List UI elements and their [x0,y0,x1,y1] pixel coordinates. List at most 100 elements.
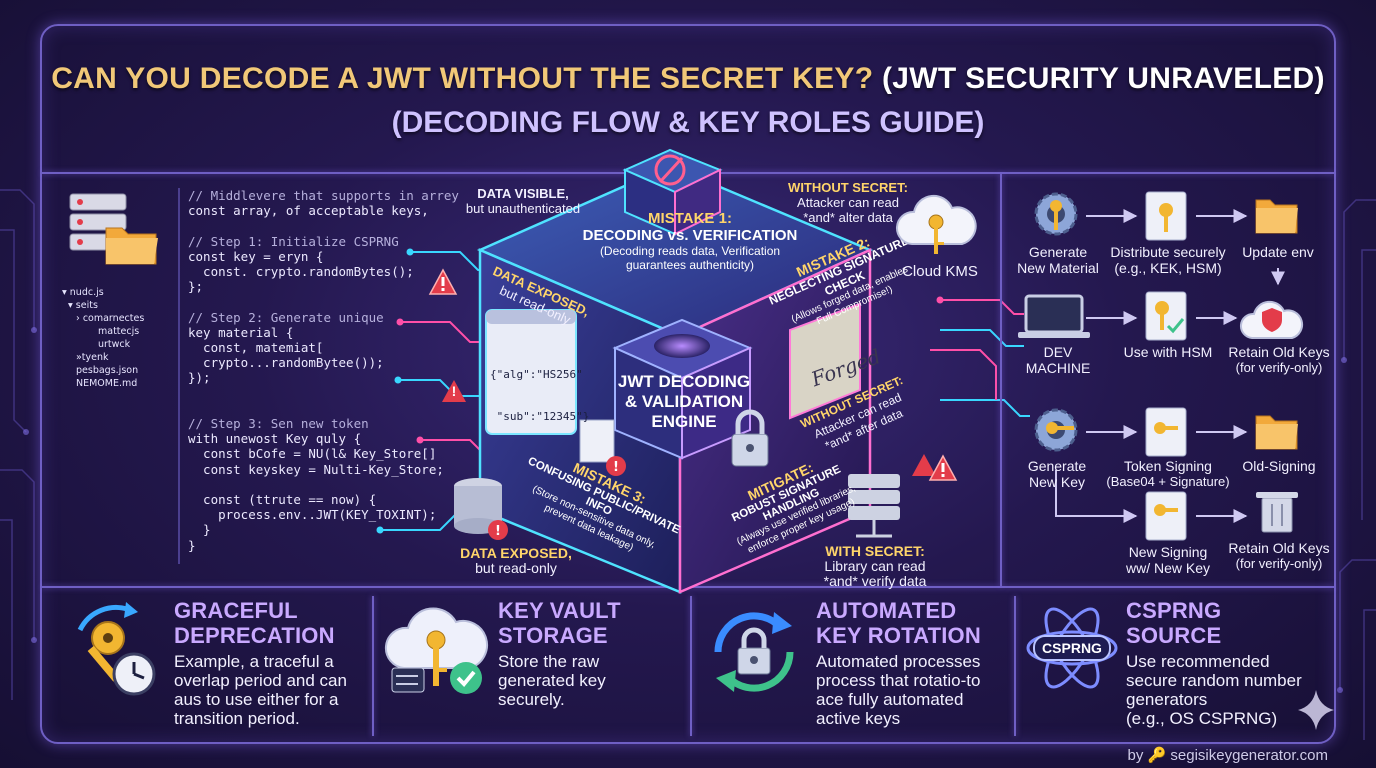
code-line: with unewost Key quly { [188,431,362,447]
code-line: } [188,522,211,538]
code-line: const, matemiat[ [188,340,324,356]
gear-key-icon [1034,192,1078,236]
code-line: }); [188,370,211,386]
warning-icon: ! [451,383,457,399]
svg-text:!: ! [613,460,619,475]
jwt-engine-cube: ! ! [442,148,936,594]
data-exposed-bottom-title: DATA EXPOSED, [460,545,572,561]
mistake-1-desc: guarantees authenticity) [625,258,755,272]
code-line: crypto...randomBytee()); [188,355,384,371]
code-line: // Step 1: Initialize CSPRNG [188,233,399,249]
code-line: // Step 3: Sen new token [188,416,369,432]
without-secret-top-line: Attacker can read [797,195,899,210]
json-snippet: {"alg":"HS256" "sub":"12345"} [490,340,590,438]
data-exposed-bottom-sub: but read-only [475,560,557,576]
key-logo-icon: 🔑 [1147,747,1167,764]
data-visible-label: DATA VISIBLE, but unauthenticated [458,186,588,216]
key-clock-icon [77,602,156,696]
without-secret-top-label: WITHOUT SECRET: Attacker can read *and* … [782,180,914,225]
data-exposed-bottom-label: DATA EXPOSED, but read-only [452,546,580,576]
flow-step-label: Token Signing(Base04 + Signature) [1106,458,1230,489]
file-tree-item[interactable]: »tyenk [76,352,109,363]
card-divider-2 [690,596,692,736]
file-tree-item[interactable]: › comarnectes [76,313,145,324]
file-tree-item[interactable]: urtwck [98,339,131,350]
page-title: CAN YOU DECODE A JWT WITHOUT THE SECRET … [40,62,1336,96]
file-tree-item[interactable]: NEMOME.md [76,378,138,389]
code-line: process.env..JWT(KEY_TOXINT); [188,507,437,523]
data-visible-title: DATA VISIBLE, [477,186,569,201]
flow-step-label: Use with HSM [1123,344,1213,360]
cloud-kms-icon [896,194,977,254]
warning-icon [428,268,458,295]
cloud-kms-label: Cloud KMS [902,263,978,280]
right-divider [1000,174,1002,586]
card-divider-3 [1014,596,1016,736]
card-divider-1 [372,596,374,736]
engine-title-line: ENGINE [651,412,717,431]
csprng-badge: CSPRNG [1042,640,1102,656]
file-tree: ▾ nudc.js ▾ seits › comarnectes mattecjs… [62,286,172,390]
code-line: // Step 2: Generate unique [188,309,384,325]
outer-frame [40,24,1336,744]
file-tree-item[interactable]: ▾ seits [68,300,98,311]
svg-text:!: ! [495,524,501,539]
without-secret-top-title: WITHOUT SECRET: [788,180,908,195]
key-flow-diagram [1018,191,1304,541]
server-folder-icon [69,193,158,265]
data-visible-sub: but unauthenticated [465,201,581,216]
code-line: const. crypto.randomBytes(); [188,264,414,280]
page-subtitle: (DECODING FLOW & KEY ROLES GUIDE) [391,106,985,139]
code-line: }; [188,279,204,295]
code-line: const array, of acceptable keys, [188,203,429,219]
footer-by: by [1127,747,1144,764]
with-secret-label: WITH SECRET: Library can read *and* veri… [812,544,938,589]
flow-step-label: Old-Signing [1242,458,1316,474]
mistake-1-label: MISTAKE 1: DECODING vs. VERIFICATION (De… [560,210,820,272]
code-line: } [188,537,196,553]
file-tree-item[interactable]: pesbags.json [76,365,139,376]
engine-title-line: & VALIDATION [624,392,744,411]
mistake-1-desc: (Decoding reads data, Verification [599,244,781,258]
json-line: "sub":"12345"} [490,410,590,423]
warning-icon [928,454,958,481]
code-line: const key = eryn { [188,248,324,264]
code-line: key material { [188,324,294,340]
title-highlight: (JWT SECURITY UNRAVELED) [881,62,1325,95]
code-line: const keyskey = Nulti-Key_Store; [188,461,444,477]
with-secret-title: WITH SECRET: [825,543,925,559]
csprng-atom-icon [1026,607,1118,689]
mistake-1-heading: DECODING vs. VERIFICATION [582,227,798,244]
code-line: const bCofe = NU(l& Key_Store[] [188,446,437,462]
with-secret-line: Library can read [824,558,926,574]
footer-link[interactable]: segisikeygenerator.com [1170,747,1328,764]
title-main: CAN YOU DECODE A JWT WITHOUT THE SECRET … [51,62,874,95]
code-line: const (ttrute == now) { [188,492,377,508]
cloud-key-icon [384,607,489,694]
json-line: {"alg":"HS256" [490,368,583,381]
code-gutter [178,188,180,564]
footer-credit: by 🔑 segisikeygenerator.com [1128,746,1328,764]
flow-step-label: Update env [1242,244,1314,260]
flow-step-label: Retain Old Keys(for verify-only) [1228,344,1330,375]
sparkle-icon [1298,690,1334,730]
engine-title-line: JWT DECODING [617,372,751,391]
with-secret-line: *and* verify data [823,573,927,589]
file-tree-item[interactable]: mattecjs [98,326,140,337]
code-line: // Middlevere that supports in arrey [188,188,459,203]
without-secret-top-line: *and* alter data [803,210,893,225]
file-tree-item[interactable]: ▾ nudc.js [62,287,104,298]
